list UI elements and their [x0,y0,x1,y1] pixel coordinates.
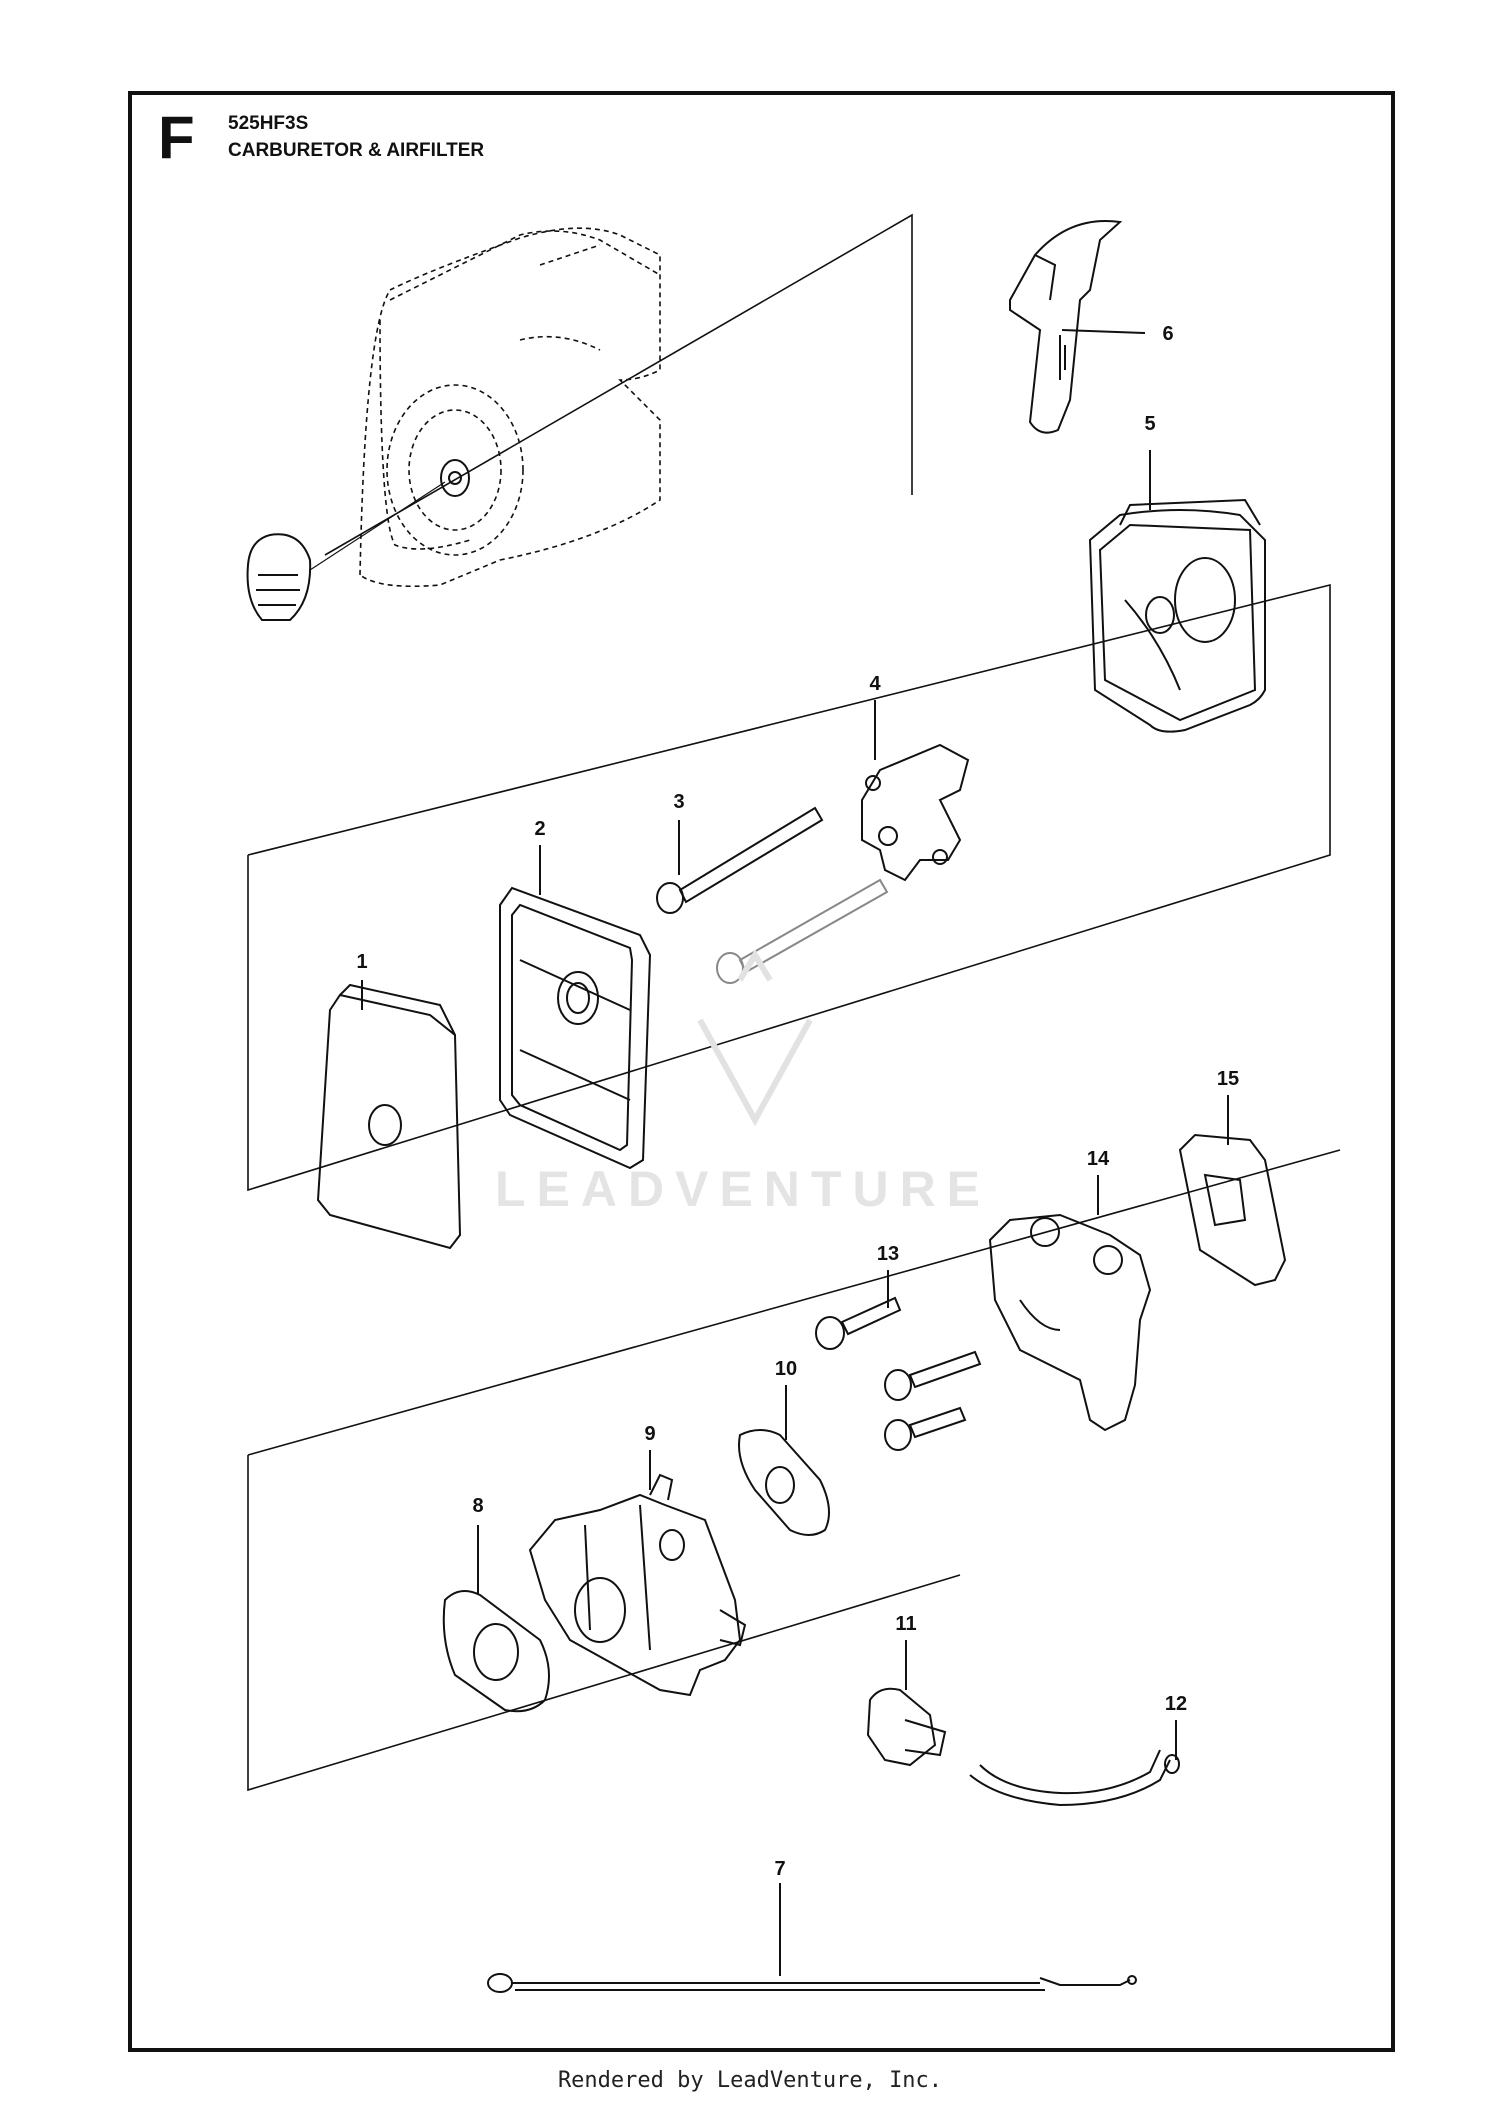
callout-14: 14 [1087,1148,1110,1170]
watermark-logo [697,949,813,1127]
part-13-screws [815,1270,982,1451]
callout-11: 11 [895,1613,916,1635]
callout-13: 13 [877,1243,899,1265]
part-1-filter-element [316,980,462,1250]
part-14-intake-adapter [988,1175,1152,1432]
air-filter-cover [359,227,661,588]
section-title: CARBURETOR & AIRFILTER [228,140,485,161]
part-10-gasket [738,1385,830,1536]
part-4-bracket [861,700,970,882]
callout-4: 4 [869,673,881,695]
part-12-fuel-hose [969,1720,1180,1807]
callout-9: 9 [644,1423,655,1445]
part-9-carburetor [528,1450,747,1697]
callout-1: 1 [356,951,367,973]
part-8-gasket [442,1525,550,1713]
part-3-screws [656,806,889,984]
part-5-filter-housing [1088,450,1266,733]
footer-credit: Rendered by LeadVenture, Inc. [557,2068,943,2093]
callout-7: 7 [774,1858,785,1880]
callout-2: 2 [534,818,545,840]
section-letter: F [158,104,195,171]
callout-15: 15 [1217,1068,1239,1090]
part-11-primer [866,1640,947,1767]
callout-labels: 1 2 3 4 5 6 7 8 9 10 11 12 13 14 15 [356,323,1239,1880]
part-2-filter-gasket [499,845,652,1170]
callout-6: 6 [1162,323,1173,345]
callout-8: 8 [472,1495,483,1517]
part-6-choke-lever [1009,220,1146,434]
part-7-cable [487,1883,1137,1993]
callout-12: 12 [1165,1693,1187,1715]
callout-3: 3 [673,791,684,813]
callout-5: 5 [1144,413,1155,435]
assembly-panels [247,213,1341,1792]
model-number: 525HF3S [228,113,309,134]
part-15-gasket [1178,1095,1287,1287]
callout-10: 10 [775,1358,797,1380]
cover-knob [246,459,470,621]
watermark-text: LEADVENTURE [495,1161,992,1217]
diagram-frame [128,91,1395,2052]
